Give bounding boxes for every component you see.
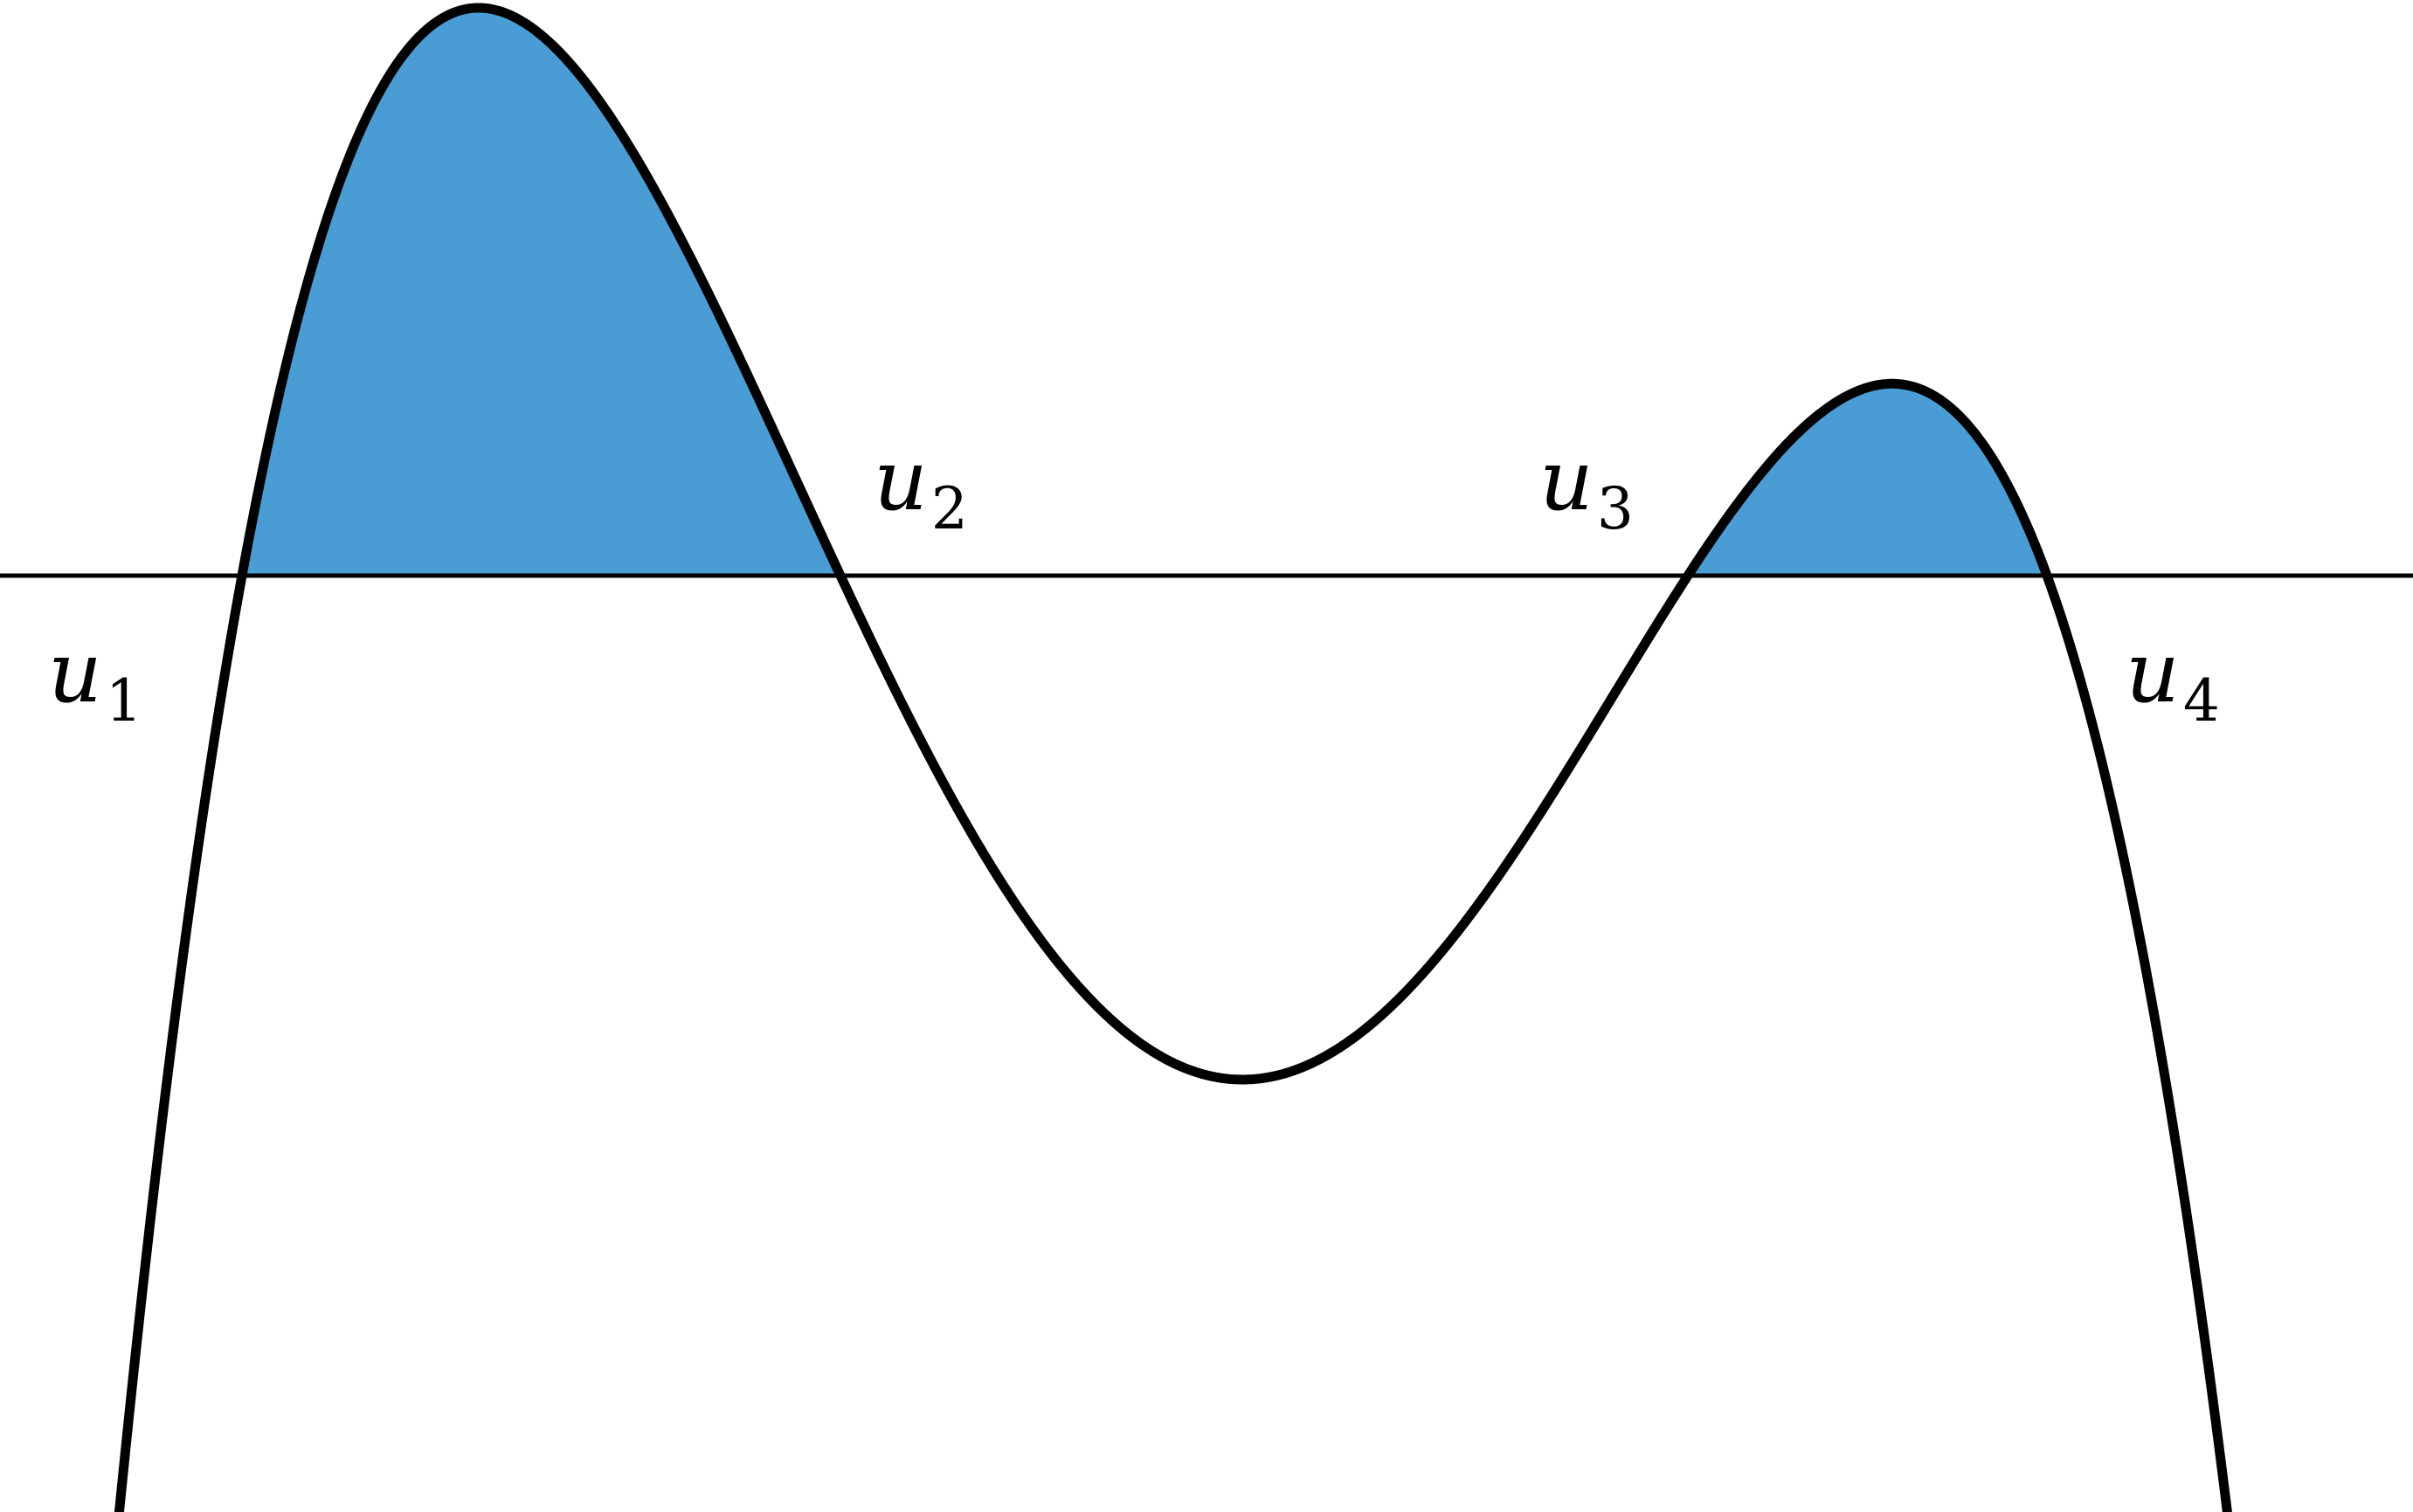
root-label-u4-base: u: [2126, 624, 2180, 721]
root-label-u3-subscript: 3: [1597, 475, 1634, 542]
quartic-curve: [114, 3, 2232, 1512]
root-label-u2: u2: [874, 432, 968, 542]
root-label-u4-subscript: 4: [2183, 667, 2220, 735]
root-label-u1: u1: [48, 624, 142, 735]
root-label-u3-base: u: [1539, 432, 1594, 529]
root-label-u1-base: u: [48, 624, 102, 721]
root-label-u4: u4: [2126, 624, 2220, 735]
root-label-u2-base: u: [874, 432, 928, 529]
shaded-region-u3-u4: [1684, 381, 2050, 578]
shaded-region-u1-u2: [239, 5, 844, 578]
root-label-u1-subscript: 1: [106, 667, 142, 735]
root-label-u2-subscript: 2: [931, 475, 968, 542]
root-label-u3: u3: [1539, 432, 1634, 542]
